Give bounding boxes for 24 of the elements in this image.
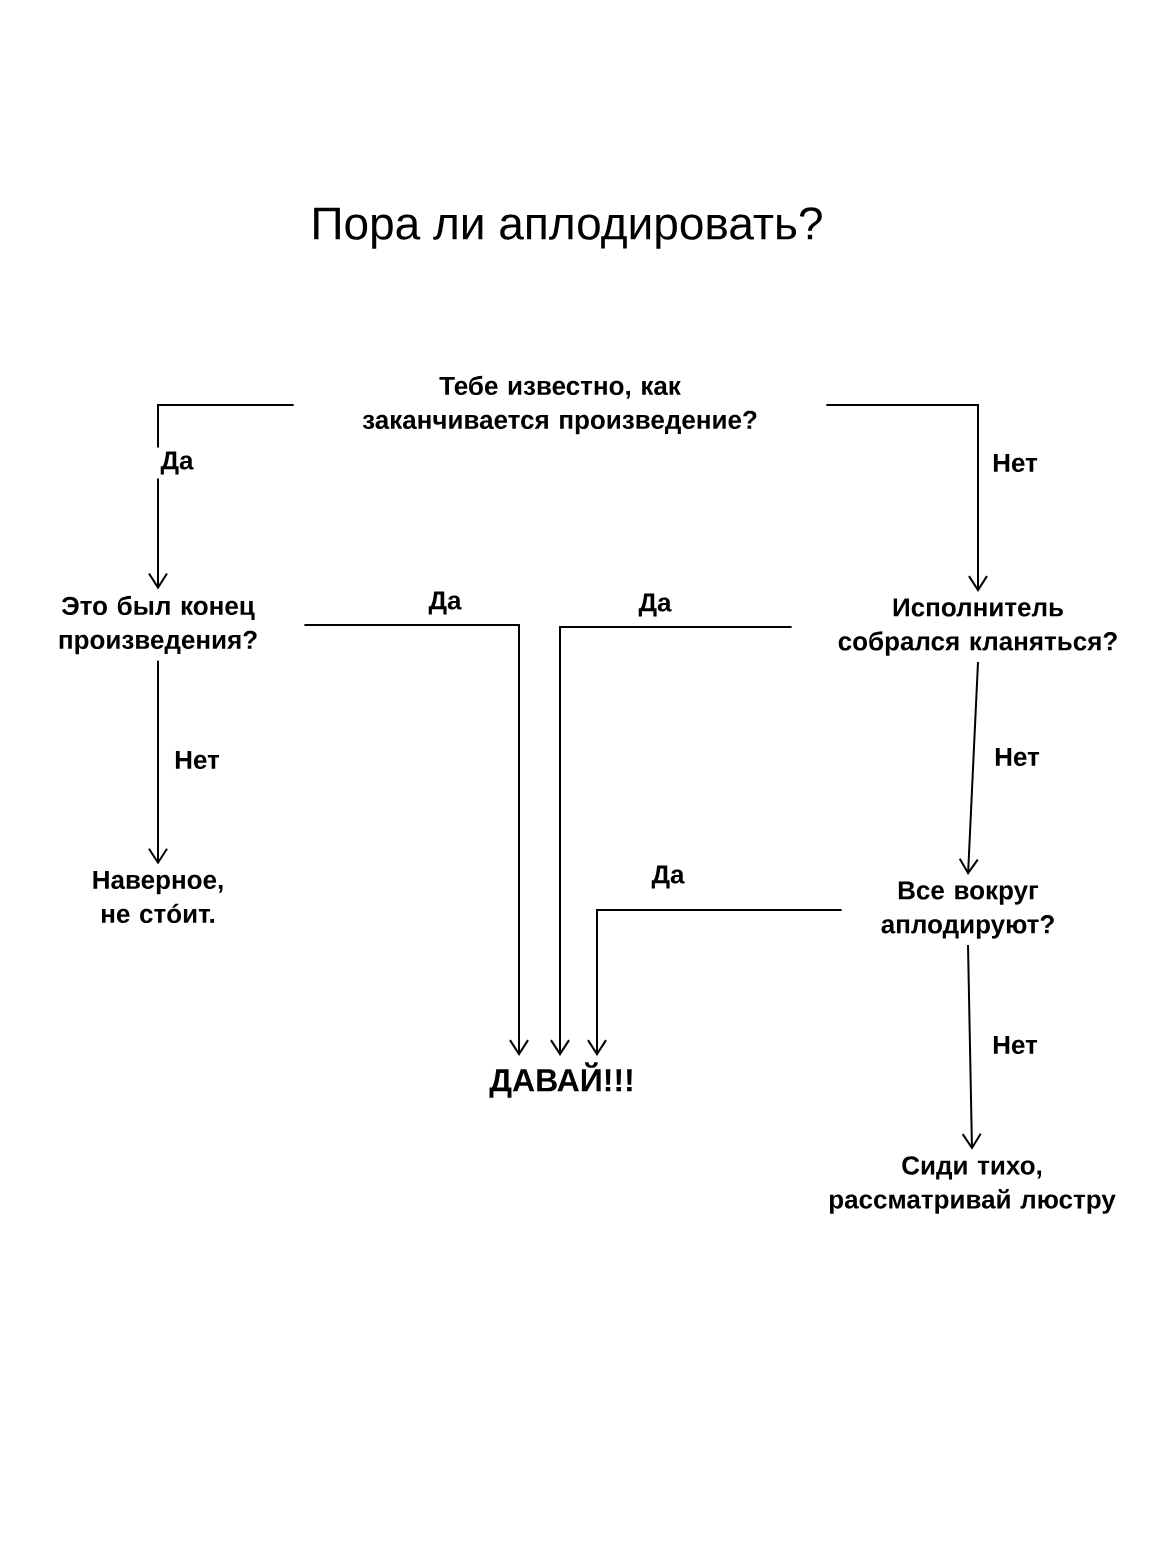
edge-label: Да [424,587,466,619]
question-text: Тебе известно, как заканчивается произведение? [362,375,757,435]
edge-label: Нет [170,746,224,774]
arrow [303,624,529,1056]
arrow [961,944,982,1150]
arrow [550,626,793,1056]
result-text: Сиди тихо, рассматривай люстру [829,1156,1116,1214]
question-text: Все вокруг аплодируют? [881,881,1054,939]
arrow [825,404,988,592]
edge-label: Да [156,447,198,479]
result-text: Наверное, не стóит. [93,870,223,924]
edge-label: Да [634,589,676,621]
title: Пора ли аплодировать? [314,207,822,249]
question-text: Исполнитель собрался кланяться? [838,598,1117,656]
arrow [148,404,295,590]
arrow [587,909,843,1056]
edge-label: Нет [988,449,1042,477]
arrow [148,659,168,865]
edge-label: Нет [988,1031,1042,1059]
edge-label: Нет [990,743,1044,771]
arrow [958,661,979,875]
result-text: ДАВАЙ!!! [489,1062,632,1098]
edge-label: Да [647,861,689,893]
question-text: Это был конец произведения? [59,595,257,655]
